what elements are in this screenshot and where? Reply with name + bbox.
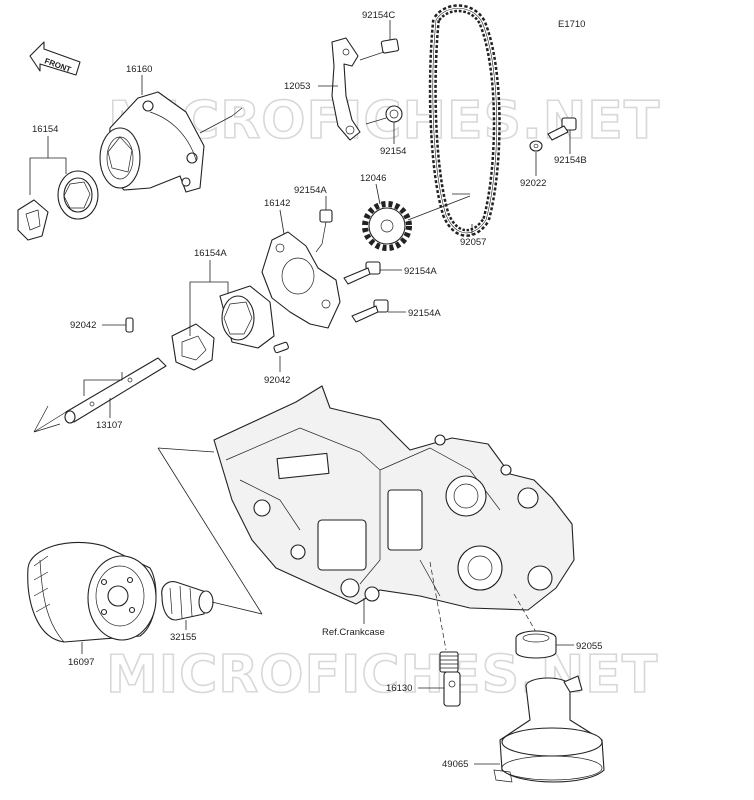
washer-92022 (529, 140, 543, 152)
label-92042-b: 92042 (264, 375, 290, 386)
crankcase-ref (213, 385, 575, 611)
nipple-32155 (161, 581, 214, 621)
label-92154a-low: 92154A (408, 308, 441, 319)
label-16097: 16097 (68, 657, 94, 668)
label-16154a: 16154A (194, 248, 227, 259)
front-arrow-icon: FRONT (29, 41, 81, 76)
label-32155: 32155 (170, 632, 196, 643)
label-92022: 92022 (520, 178, 546, 189)
bolt-92154a-top (315, 209, 333, 253)
label-12046: 12046 (360, 173, 386, 184)
oil-filter-16097 (27, 541, 157, 643)
label-92154a-top: 92154A (294, 185, 327, 196)
bolt-92154b (547, 117, 577, 141)
label-92055: 92055 (576, 641, 602, 652)
diagram-id: E1710 (558, 19, 585, 30)
label-92154a-mid: 92154A (404, 266, 437, 277)
rotor-16154a (171, 285, 275, 371)
label-12053: 12053 (284, 81, 310, 92)
pump-shaft-13107 (64, 357, 167, 424)
bolt-92154a-low (351, 299, 389, 323)
label-92154c: 92154C (362, 10, 395, 21)
label-92057: 92057 (460, 237, 486, 248)
rotor-16154 (17, 170, 99, 241)
dowel-pin-92042-a (125, 317, 134, 333)
strainer-49065 (493, 675, 605, 783)
label-16154: 16154 (32, 124, 58, 135)
drive-chain-92057 (428, 4, 501, 237)
label-16142: 16142 (264, 198, 290, 209)
label-92042-a: 92042 (70, 320, 96, 331)
label-16160: 16160 (126, 64, 152, 75)
sprocket-12046 (362, 201, 412, 251)
pump-housing-16160 (99, 91, 205, 193)
bolt-92154c (359, 38, 400, 61)
label-ref-crankcase: Ref.Crankcase (322, 627, 385, 638)
label-92154: 92154 (380, 146, 406, 157)
watermark-bottom: MICROFICHES.NET (106, 645, 658, 705)
label-49065: 49065 (442, 759, 468, 770)
relief-valve-16130 (439, 651, 461, 707)
label-92154b: 92154B (554, 155, 587, 166)
chain-guide-12053 (331, 37, 361, 141)
dowel-pin-92042-b (273, 341, 289, 354)
bolt-92154a-mid (343, 261, 381, 285)
pump-cover-16142 (261, 231, 341, 329)
label-16130: 16130 (386, 683, 412, 694)
label-13107: 13107 (96, 420, 122, 431)
oring-92055 (515, 630, 557, 659)
